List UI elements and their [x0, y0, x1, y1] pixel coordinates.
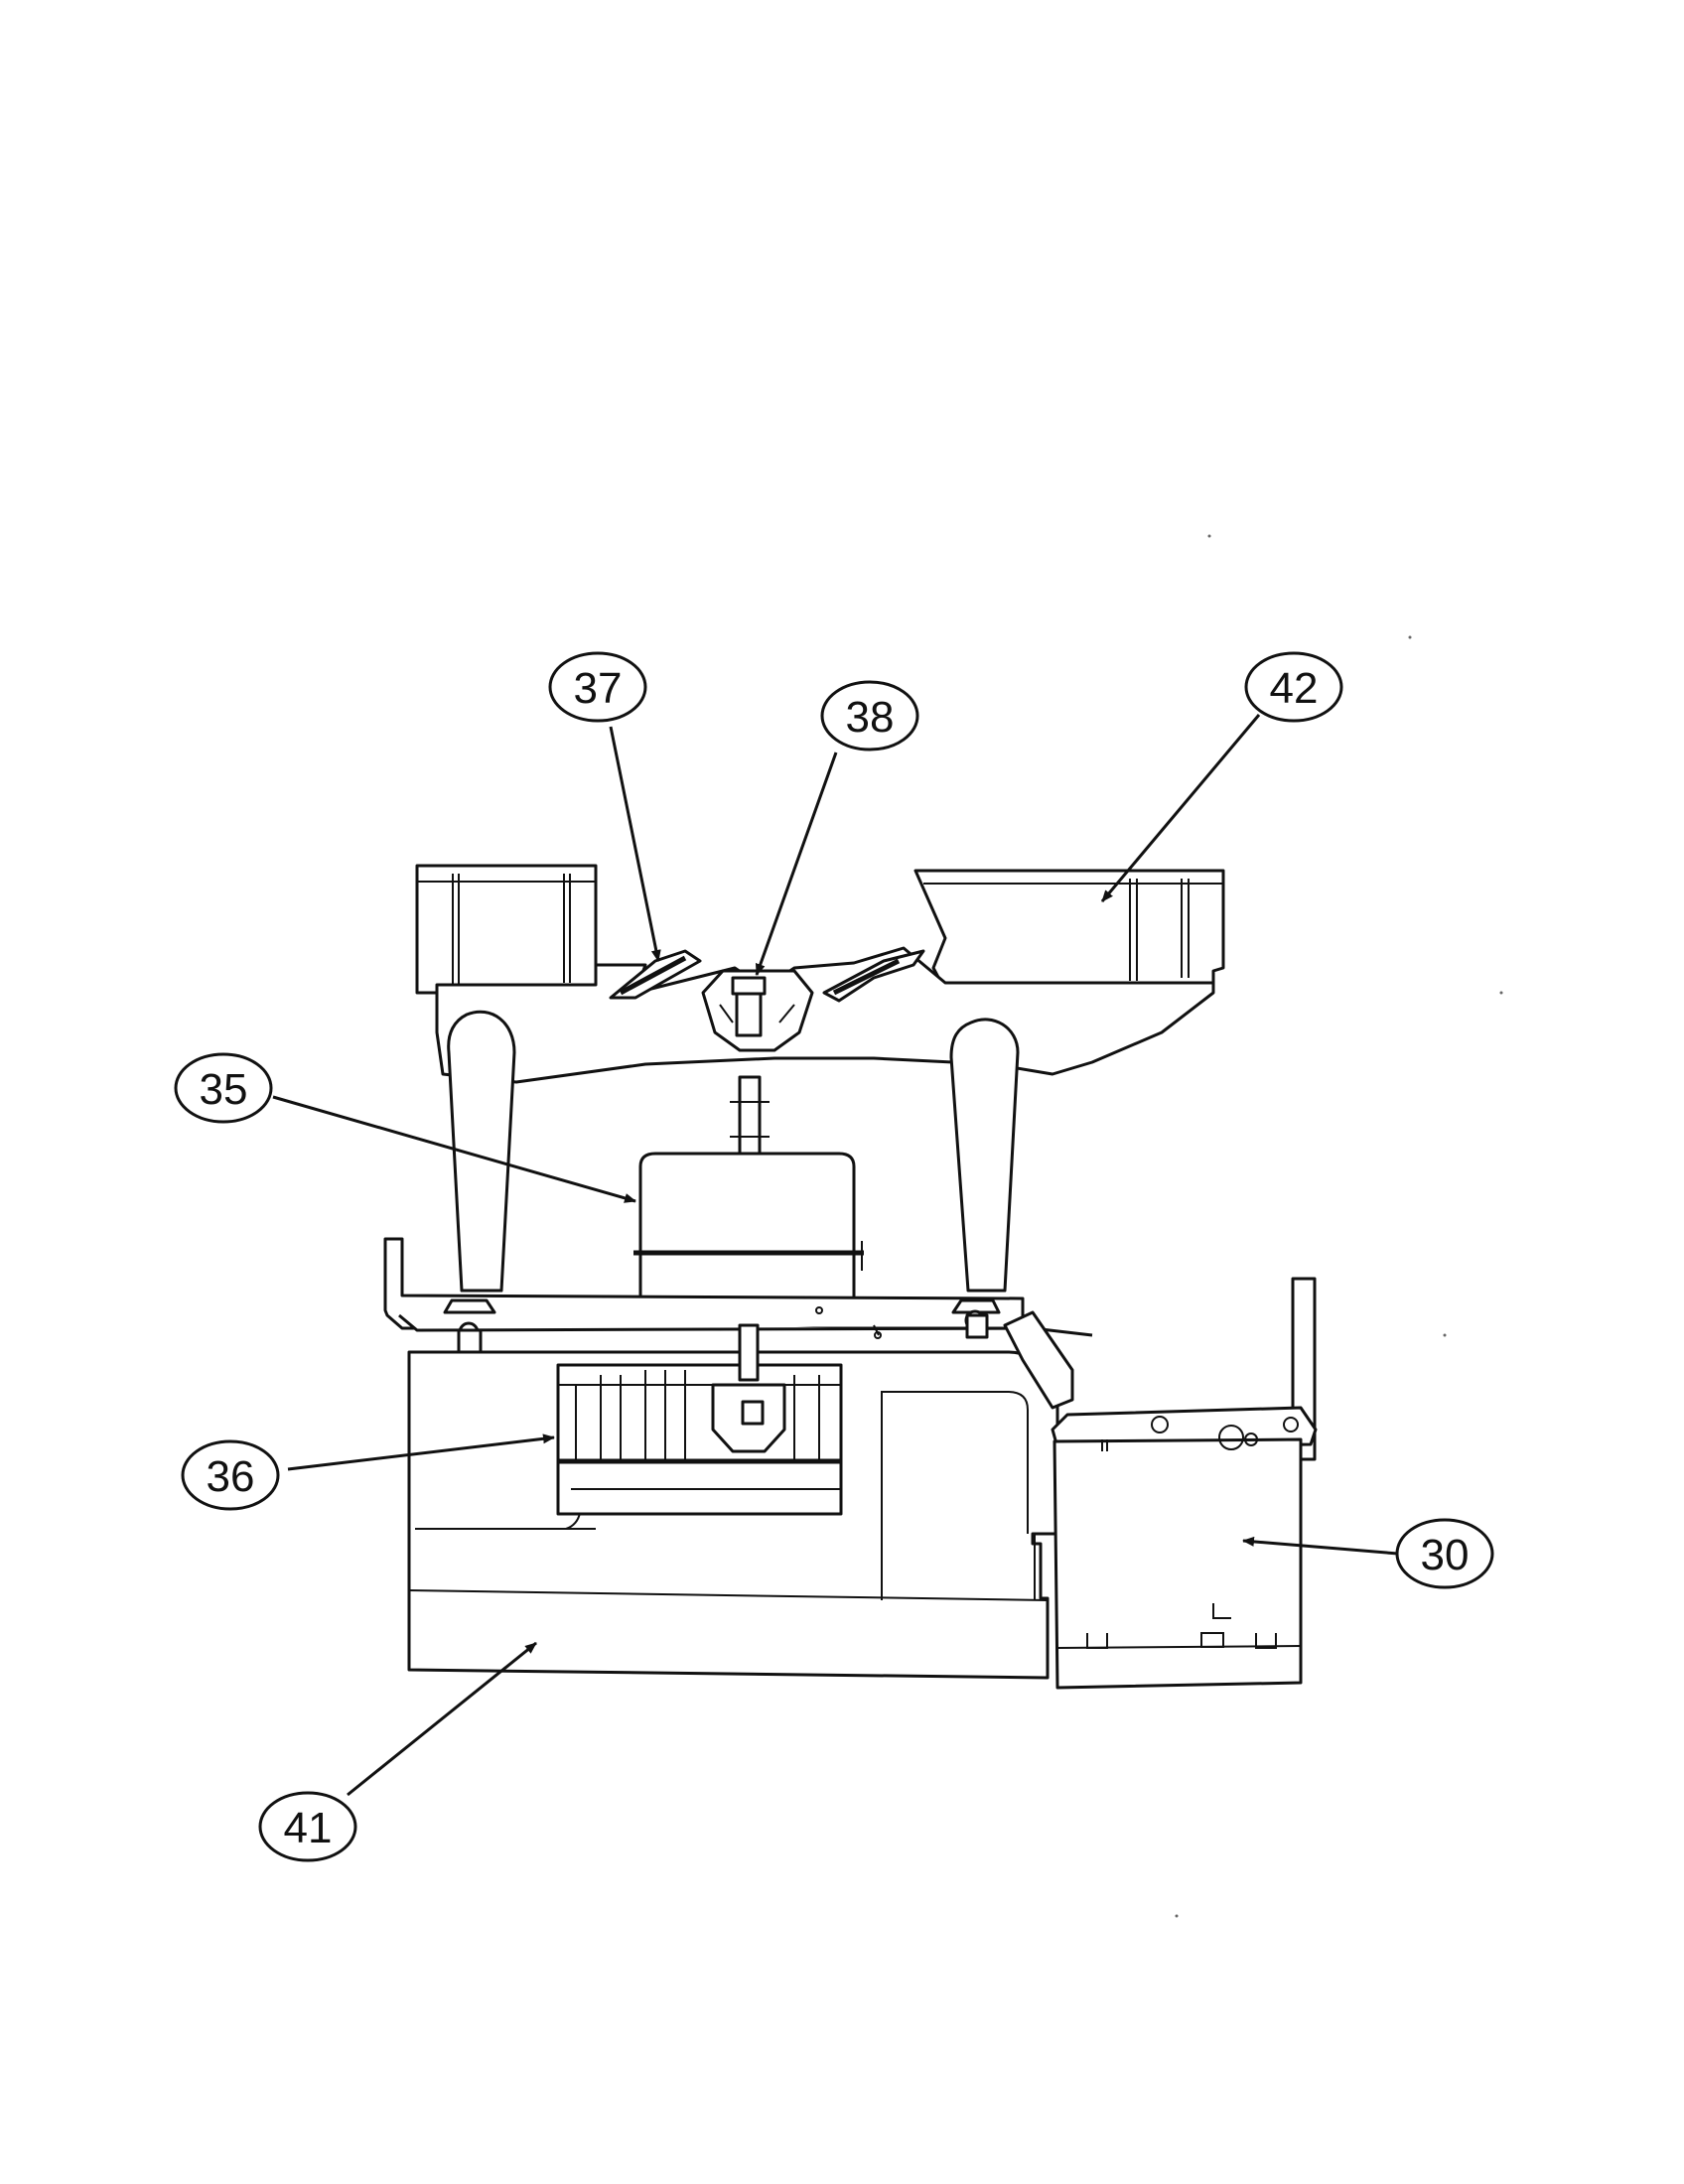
callout-30: 30 [1395, 1518, 1494, 1589]
svg-text:42: 42 [1270, 664, 1319, 713]
upper-housing-tray [415, 864, 1225, 1293]
leader-41 [347, 1641, 537, 1797]
callout-42: 42 [1244, 651, 1343, 723]
svg-text:35: 35 [200, 1065, 248, 1114]
callout-38: 38 [820, 680, 919, 751]
scan-specks [1175, 534, 1503, 1918]
callout-36: 36 [181, 1439, 280, 1511]
leader-37 [609, 726, 661, 962]
svg-text:30: 30 [1421, 1531, 1470, 1579]
fan-motor [633, 1075, 864, 1315]
callout-37: 37 [548, 651, 647, 723]
leader-35 [272, 1095, 636, 1203]
svg-text:37: 37 [574, 664, 623, 713]
callout-41: 41 [258, 1791, 357, 1862]
blower-wheel-blade [609, 949, 925, 1003]
leader-42 [1100, 714, 1261, 902]
callout-leaders [272, 714, 1399, 1797]
callout-35: 35 [174, 1052, 273, 1124]
svg-text:36: 36 [207, 1452, 255, 1501]
leader-38 [755, 751, 838, 976]
control-box [1051, 1277, 1318, 1690]
leader-30 [1242, 1536, 1399, 1556]
lower-blower-wheel [556, 1323, 843, 1516]
svg-text:41: 41 [284, 1804, 333, 1852]
leader-36 [287, 1433, 555, 1471]
wheel-hub-clip [701, 969, 814, 1052]
svg-text:38: 38 [846, 693, 895, 742]
